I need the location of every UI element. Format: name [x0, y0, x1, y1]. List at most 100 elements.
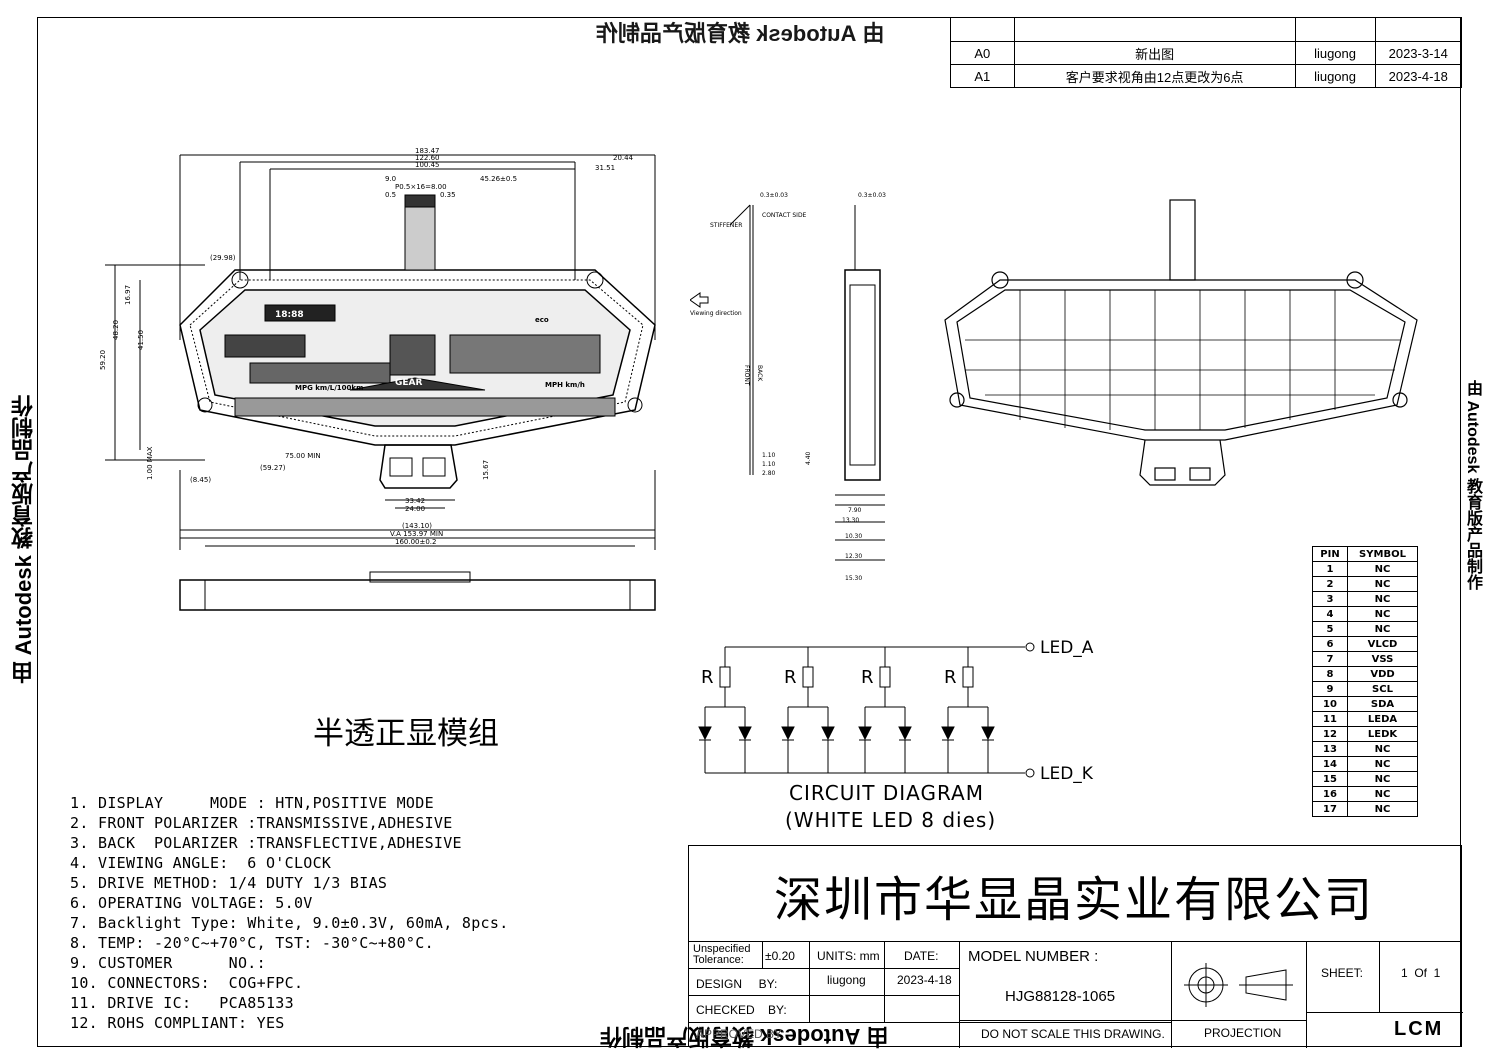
revision-drawn: liugong [1294, 41, 1376, 65]
dim-side-13-30: 13.30 [842, 517, 859, 524]
back-view-drawing [944, 199, 1418, 486]
pin-symbol: NC [1347, 771, 1418, 787]
dim-connector-1: 33.42 [405, 497, 425, 505]
revision-description: 客户要求视角由12点更改为6点 [1013, 64, 1296, 88]
resistor [802, 666, 814, 688]
pin-symbol: NC [1347, 606, 1418, 622]
label-stiffener: STIFFENER [710, 222, 742, 229]
label-viewing-direction: Viewing direction [690, 310, 742, 317]
dim-height-2: 48.20 [112, 320, 120, 340]
spec-note: 10. CONNECTORS: COG+FPC. [70, 974, 304, 992]
resistor-label: R [784, 667, 797, 688]
pin-symbol: NC [1347, 621, 1418, 637]
circuit-subtitle: (WHITE LED 8 dies) [785, 808, 997, 832]
pin-number: 2 [1312, 576, 1348, 592]
dim-side-1-10: 1.10 [762, 452, 776, 459]
dim-side-12-30: 12.30 [845, 553, 862, 560]
lcd-mph: MPH km/h [545, 381, 585, 389]
spec-note: 12. ROHS COMPLIANT: YES [70, 1014, 285, 1032]
dim-side-2-80: 2.80 [762, 470, 776, 477]
pin-number: 9 [1312, 681, 1348, 697]
pin-symbol: NC [1347, 591, 1418, 607]
dim-small-offset: (8.45) [190, 476, 211, 484]
dim-left-offset: (59.27) [260, 464, 286, 472]
projection-symbol-icon [1184, 963, 1293, 1007]
projection-label: PROJECTION [1204, 1026, 1282, 1040]
revision-drawn: liugong [1294, 64, 1376, 88]
pin-number: 5 [1312, 621, 1348, 637]
revision-row: A0 新出图 liugong 2023-3-14 [950, 41, 1463, 65]
revision-code: A0 [950, 41, 1015, 65]
spec-note: 9. CUSTOMER NO.: [70, 954, 266, 972]
led-diode [821, 726, 835, 741]
resistor-label: R [944, 667, 957, 688]
pin-number: 13 [1312, 741, 1348, 757]
led-diode [981, 726, 995, 741]
pin-number: 3 [1312, 591, 1348, 607]
pin-symbol: NC [1347, 576, 1418, 592]
front-view-drawing: 183.47 122.60 100.45 45.26±0.5 20.44 31.… [99, 147, 656, 611]
dim-va: V.A 153.97 MIN [390, 530, 443, 538]
pin-symbol: NC [1347, 561, 1418, 577]
pin-symbol: VLCD [1347, 636, 1418, 652]
spec-note: 8. TEMP: -20°C~+70°C, TST: -30°C~+80°C. [70, 934, 434, 952]
units-label: UNITS: mm [817, 949, 880, 963]
approved-label: APPROVED BY: [696, 1027, 785, 1041]
revision-date: 2023-4-18 [1374, 64, 1463, 88]
sheet-label: SHEET: [1321, 966, 1364, 980]
dim-stiffener-thickness: 0.3±0.03 [760, 192, 788, 199]
led-diode [738, 726, 752, 741]
lcd-eco: eco [535, 316, 549, 324]
pin-number: 17 [1312, 801, 1348, 817]
design-date: 2023-4-18 [897, 973, 952, 987]
spec-note: 11. DRIVE IC: PCA85133 [70, 994, 294, 1012]
dim-pad-2: 0.35 [440, 191, 456, 199]
led-k-label: LED_K [1040, 764, 1094, 784]
spec-note: 6. OPERATING VOLTAGE: 5.0V [70, 894, 313, 912]
spec-note: 7. Backlight Type: White, 9.0±0.3V, 60mA… [70, 914, 509, 932]
resistor [879, 666, 891, 688]
pin-symbol: VSS [1347, 651, 1418, 667]
resistor-label: R [861, 667, 874, 688]
dim-width-3: 100.45 [415, 161, 440, 169]
pin-number: 4 [1312, 606, 1348, 622]
pin-number: 1 [1312, 561, 1348, 577]
revision-code: A1 [950, 64, 1015, 88]
pin-symbol: SDA [1347, 696, 1418, 712]
module-title: 半透正显模组 [313, 716, 499, 752]
dim-side-4-40: 4.40 [805, 451, 812, 465]
dim-right-1: 20.44 [613, 154, 634, 162]
dim-side-10-30: 10.30 [845, 533, 862, 540]
led-diode [858, 726, 872, 741]
side-view-drawing: 0.3±0.03 0.3±0.03 STIFFENER CONTACT SIDE… [690, 192, 886, 582]
label-back: BACK [756, 365, 763, 382]
pin-symbol: LEDA [1347, 711, 1418, 727]
pin-number: 15 [1312, 771, 1348, 787]
pin-number: 14 [1312, 756, 1348, 772]
pin-number: 10 [1312, 696, 1348, 712]
dim-pitch: P0.5×16=8.00 [395, 183, 447, 191]
led-diode [898, 726, 912, 741]
dim-side-7-90: 7.90 [848, 507, 862, 514]
company-name: 深圳市华显晶实业有限公司 [774, 872, 1375, 928]
pin-number: 8 [1312, 666, 1348, 682]
dim-height-3: 41.50 [137, 330, 145, 350]
dim-connector-2: 24.00 [405, 505, 425, 513]
dim-right-2: 31.51 [595, 164, 615, 172]
circuit-title: CIRCUIT DIAGRAM [789, 781, 984, 805]
pin-symbol: NC [1347, 756, 1418, 772]
dim-side-1-10b: 1.10 [762, 461, 776, 468]
